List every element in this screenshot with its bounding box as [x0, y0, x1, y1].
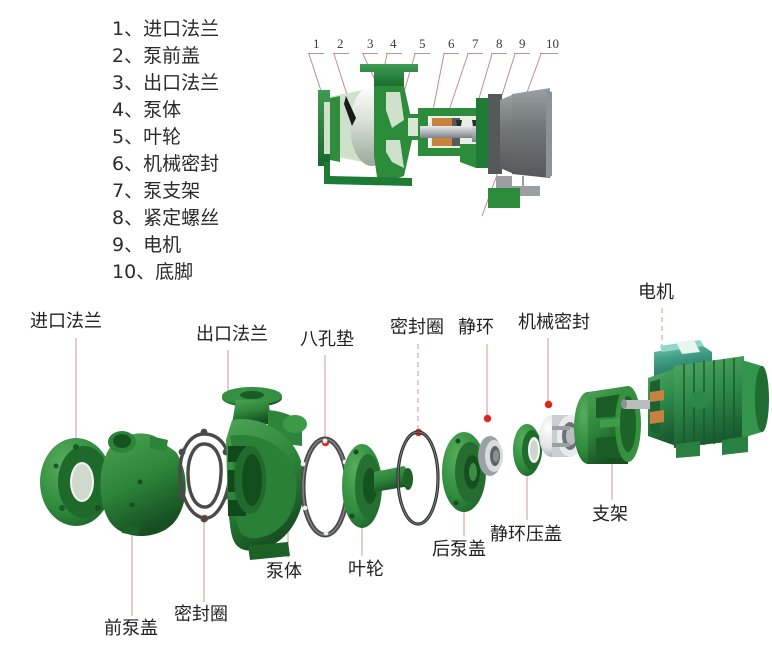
- callout-number-9: 9: [519, 36, 526, 51]
- part-stationary-ring-gland: [513, 424, 542, 476]
- label-bracket: 支架: [592, 504, 628, 525]
- callout-number-8: 8: [496, 36, 503, 51]
- callout-number-1: 1: [313, 36, 320, 51]
- anchor-dot-stationary-ring: [484, 415, 491, 422]
- callout-rule: [414, 53, 430, 54]
- label-mechanical-seal: 机械密封: [518, 312, 590, 333]
- label-inlet-flange: 进口法兰: [30, 311, 102, 332]
- legend-row: 10、底脚: [112, 261, 194, 283]
- part-rear-pump-cover: [442, 432, 486, 512]
- callout-rule: [333, 53, 349, 54]
- label-motor: 电机: [638, 282, 674, 303]
- legend-row: 8、紧定螺丝: [112, 207, 220, 229]
- label-rear-pump-cover: 后泵盖: [432, 539, 486, 560]
- callout-number-7: 7: [472, 36, 479, 51]
- label-pump-body: 泵体: [266, 561, 302, 582]
- callout-number-6: 6: [448, 36, 455, 51]
- label-stationary-ring-gland: 静环压盖: [490, 524, 562, 545]
- part-front-pump-cover: [100, 431, 186, 537]
- cross-section-illustration: [318, 64, 552, 208]
- callout-rule: [514, 53, 530, 54]
- callout-number-10: 10: [546, 36, 559, 51]
- legend-row: 6、机械密封: [112, 153, 220, 175]
- legend-row: 2、泵前盖: [112, 45, 201, 67]
- label-seal-ring-gasket: 密封圈: [174, 604, 228, 625]
- legend-row: 9、电机: [112, 234, 182, 256]
- legend-row: 3、出口法兰: [112, 72, 220, 94]
- part-impeller: [342, 444, 413, 528]
- part-bracket: [574, 386, 641, 464]
- part-seal-ring-oring: [396, 430, 440, 526]
- anchor-dot-mechanical-seal: [545, 401, 552, 408]
- callout-rule: [362, 53, 378, 54]
- legend-row: 1、进口法兰: [112, 18, 220, 40]
- label-front-pump-cover: 前泵盖: [104, 618, 158, 639]
- callout-rule: [467, 53, 483, 54]
- parts-legend: 1、进口法兰 2、泵前盖 3、出口法兰 4、泵体 5、叶轮 6、机械密封 7、泵…: [112, 16, 302, 286]
- label-eight-hole-gasket: 八孔垫: [300, 329, 354, 350]
- label-outlet-flange: 出口法兰: [196, 324, 268, 345]
- part-seal-ring-gasket: [177, 428, 232, 523]
- callout-rule: [443, 53, 459, 54]
- part-motor: [621, 340, 769, 458]
- part-inlet-flange: [40, 438, 112, 526]
- part-pump-body: [222, 387, 307, 560]
- callout-rule: [308, 53, 324, 54]
- legend-row: 7、泵支架: [112, 180, 201, 202]
- callout-rule: [491, 53, 507, 54]
- label-stationary-ring: 静环: [458, 317, 494, 338]
- legend-row: 4、泵体: [112, 99, 182, 121]
- callout-rule: [540, 53, 558, 54]
- legend-row: 5、叶轮: [112, 126, 182, 148]
- callout-number-2: 2: [337, 36, 344, 51]
- callout-number-4: 4: [390, 36, 397, 51]
- part-stationary-ring: [478, 436, 503, 476]
- callout-number-5: 5: [419, 36, 426, 51]
- label-seal-ring-oring: 密封圈: [390, 317, 444, 338]
- callout-number-3: 3: [367, 36, 374, 51]
- callout-rule: [386, 53, 402, 54]
- label-impeller: 叶轮: [348, 559, 384, 580]
- pump-cross-section-view: 1 2 3 4 5 6 7 8 9 10: [300, 36, 570, 261]
